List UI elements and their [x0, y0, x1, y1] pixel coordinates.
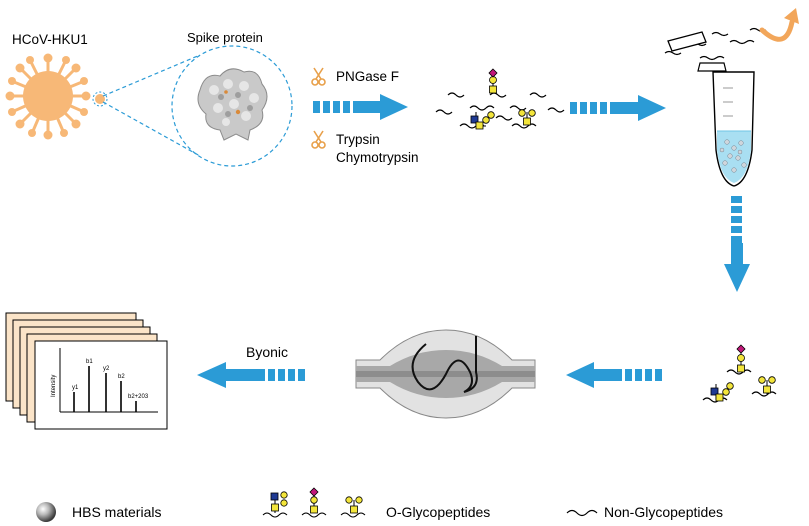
- peak-label: y1: [72, 385, 79, 391]
- enzyme-pngase: PNGase F: [336, 69, 399, 84]
- ms2-spectrum: Intensity y1 b1 y2 b2 b2+203: [51, 348, 158, 413]
- enzyme-trypsin: Trypsin: [336, 132, 380, 147]
- legend-oglyco: O-Glycopeptides: [386, 504, 490, 520]
- peak-label: b2+203: [128, 394, 149, 400]
- legend: HBS materials O-Glycopeptides Non-Glycop…: [36, 487, 723, 522]
- zoom-lines: [102, 45, 293, 167]
- scissors-icon: [311, 130, 326, 149]
- legend-hbs: HBS materials: [72, 504, 161, 520]
- peptide-mixture: [435, 92, 565, 129]
- non-glycopeptide-icon: [566, 509, 598, 517]
- glycan-icon: [470, 111, 495, 130]
- arrow-down: [724, 196, 750, 292]
- rotate-arrow-icon: [759, 8, 799, 42]
- hbs-sphere-icon: [36, 502, 56, 522]
- arrow-right-2: [570, 95, 666, 121]
- glycan-icon: [518, 109, 536, 126]
- glycan-icon: [488, 68, 498, 94]
- peak-label: b1: [86, 359, 93, 365]
- arrow-left-1: [566, 362, 662, 388]
- arrow-left-2: [197, 362, 305, 388]
- o-glycan-icons: [262, 512, 366, 518]
- spectrum-ylabel: Intensity: [51, 375, 57, 397]
- peak-label: y2: [103, 366, 110, 372]
- enriched-glycopeptides: [702, 344, 777, 403]
- legend-nonglyco: Non-Glycopeptides: [604, 504, 723, 520]
- tube-icon: [664, 27, 767, 187]
- virus-icon: [5, 53, 105, 140]
- spike-protein-structure: [197, 68, 268, 141]
- arrow-right-1: [313, 94, 408, 120]
- lc-column-icon: [355, 329, 536, 419]
- software-label: Byonic: [246, 344, 288, 360]
- spike-label: Spike protein: [187, 30, 263, 45]
- scissors-icon: [311, 67, 326, 86]
- virus-label: HCoV-HKU1: [12, 32, 88, 47]
- enzyme-chymotrypsin: Chymotrypsin: [336, 150, 419, 165]
- peak-label: b2: [118, 374, 125, 380]
